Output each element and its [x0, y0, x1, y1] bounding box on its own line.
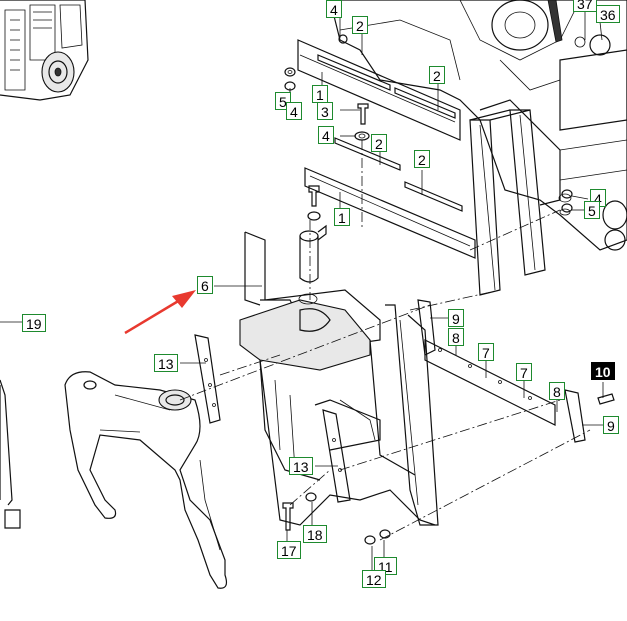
- bottom-fasteners: [282, 492, 391, 545]
- callout-label: 1: [312, 85, 328, 103]
- rod-left: [0, 379, 21, 529]
- tube-fitting: [299, 224, 327, 283]
- clamp-plates: [317, 54, 463, 212]
- callout-label: 2: [371, 134, 387, 152]
- machine-fragment-top-left: [0, 0, 89, 101]
- callout-label: 37: [573, 0, 597, 12]
- callout-label-highlighted: 10: [591, 362, 615, 380]
- callout-label: 7: [478, 343, 494, 361]
- leader-lines: [0, 8, 604, 570]
- callout-label: 2: [429, 66, 445, 84]
- callout-label: 9: [448, 309, 464, 327]
- callout-label: 9: [603, 416, 619, 434]
- callout-label: 36: [596, 5, 620, 23]
- callout-label: 4: [318, 126, 334, 144]
- callout-label: 6: [197, 276, 213, 294]
- callout-label: 5: [584, 201, 600, 219]
- machine-fragment-top-right: [329, 0, 627, 251]
- pointer-arrow: [124, 290, 196, 335]
- callout-label: 18: [303, 525, 327, 543]
- callout-label: 17: [277, 541, 301, 559]
- callout-label: 7: [516, 363, 532, 381]
- plate-13-left: [194, 334, 221, 424]
- plate-13-center: [322, 409, 351, 503]
- callout-label: 13: [154, 354, 178, 372]
- assembly-lines: [179, 90, 591, 541]
- frame-uprights: [469, 109, 546, 296]
- callout-label: 3: [317, 102, 333, 120]
- bracket-assembly: [239, 231, 439, 526]
- callout-label: 8: [549, 382, 565, 400]
- callout-label: 12: [362, 570, 386, 588]
- seal-strip-upper: [297, 39, 461, 141]
- callout-label: 8: [448, 328, 464, 346]
- callout-label: 1: [334, 208, 350, 226]
- fork-mount: [64, 371, 228, 589]
- seal-strip-lower: [304, 167, 476, 259]
- callout-label: 2: [352, 16, 368, 34]
- callout-label: 2: [414, 150, 430, 168]
- callout-label: 4: [286, 102, 302, 120]
- callout-label: 19: [22, 314, 46, 332]
- sealing-strip-right: [417, 299, 615, 443]
- callout-label: 13: [289, 457, 313, 475]
- callout-label: 4: [326, 0, 342, 18]
